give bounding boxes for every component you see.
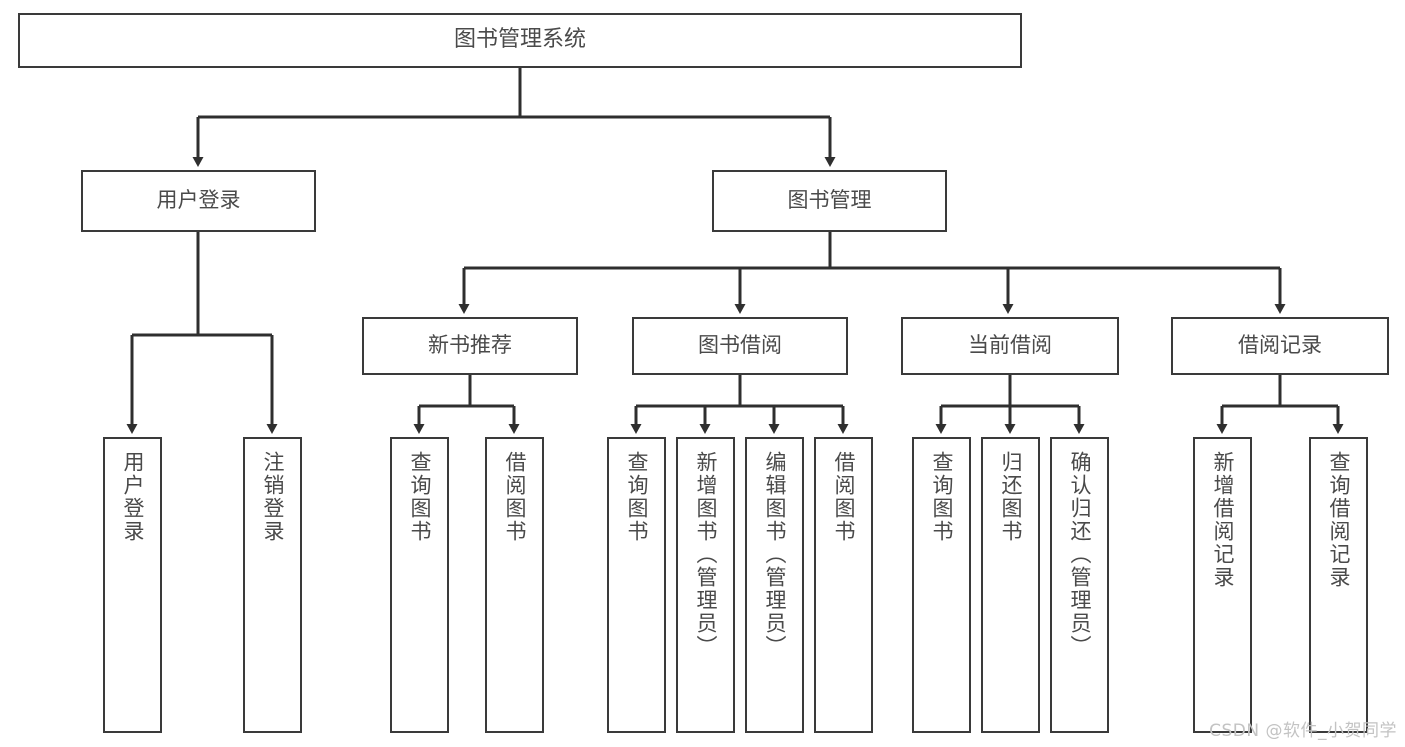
node-borrow-record-label: 借阅记录: [1238, 333, 1322, 358]
node-book-borrow-label: 图书借阅: [698, 333, 782, 358]
node-leaf-query-book-2[interactable]: 查询图书: [607, 437, 666, 733]
node-leaf-query-book-1-label: 查询图书: [408, 451, 432, 543]
node-leaf-user-logout[interactable]: 注销登录: [243, 437, 302, 733]
node-user-login[interactable]: 用户登录: [81, 170, 316, 232]
node-leaf-query-book-2-label: 查询图书: [625, 451, 649, 543]
node-leaf-query-book-3-label: 查询图书: [930, 451, 954, 543]
node-root-label: 图书管理系统: [453, 27, 586, 53]
node-leaf-borrow-book-1-label: 借阅图书: [503, 451, 527, 543]
node-leaf-add-book-label: 新增图书（管理员）: [694, 451, 718, 658]
node-leaf-return-book-label: 归还图书: [999, 451, 1023, 543]
node-leaf-borrow-book-2-label: 借阅图书: [832, 451, 856, 543]
node-current-borrow[interactable]: 当前借阅: [901, 317, 1119, 375]
node-new-book-rec[interactable]: 新书推荐: [362, 317, 578, 375]
node-leaf-add-record[interactable]: 新增借阅记录: [1193, 437, 1252, 733]
node-borrow-record[interactable]: 借阅记录: [1171, 317, 1389, 375]
node-leaf-user-login[interactable]: 用户登录: [103, 437, 162, 733]
node-book-manage-label: 图书管理: [787, 188, 872, 213]
node-current-borrow-label: 当前借阅: [968, 333, 1052, 358]
node-leaf-confirm-return-label: 确认归还（管理员）: [1068, 451, 1092, 658]
csdn-watermark: CSDN @软件_小贺同学: [1209, 721, 1397, 741]
node-book-manage[interactable]: 图书管理: [712, 170, 947, 232]
node-leaf-edit-book-label: 编辑图书（管理员）: [763, 451, 787, 658]
node-new-book-rec-label: 新书推荐: [428, 333, 512, 358]
node-leaf-query-record-label: 查询借阅记录: [1327, 451, 1351, 589]
node-leaf-query-record[interactable]: 查询借阅记录: [1309, 437, 1368, 733]
node-leaf-query-book-1[interactable]: 查询图书: [390, 437, 449, 733]
node-book-borrow[interactable]: 图书借阅: [632, 317, 848, 375]
node-leaf-query-book-3[interactable]: 查询图书: [912, 437, 971, 733]
node-leaf-edit-book[interactable]: 编辑图书（管理员）: [745, 437, 804, 733]
node-leaf-confirm-return[interactable]: 确认归还（管理员）: [1050, 437, 1109, 733]
node-root[interactable]: 图书管理系统: [18, 13, 1022, 68]
node-leaf-return-book[interactable]: 归还图书: [981, 437, 1040, 733]
node-leaf-add-book[interactable]: 新增图书（管理员）: [676, 437, 735, 733]
node-leaf-borrow-book-2[interactable]: 借阅图书: [814, 437, 873, 733]
node-leaf-user-login-label: 用户登录: [121, 451, 145, 543]
node-leaf-add-record-label: 新增借阅记录: [1211, 451, 1235, 589]
node-leaf-user-logout-label: 注销登录: [261, 451, 285, 543]
node-user-login-label: 用户登录: [156, 188, 241, 213]
node-leaf-borrow-book-1[interactable]: 借阅图书: [485, 437, 544, 733]
